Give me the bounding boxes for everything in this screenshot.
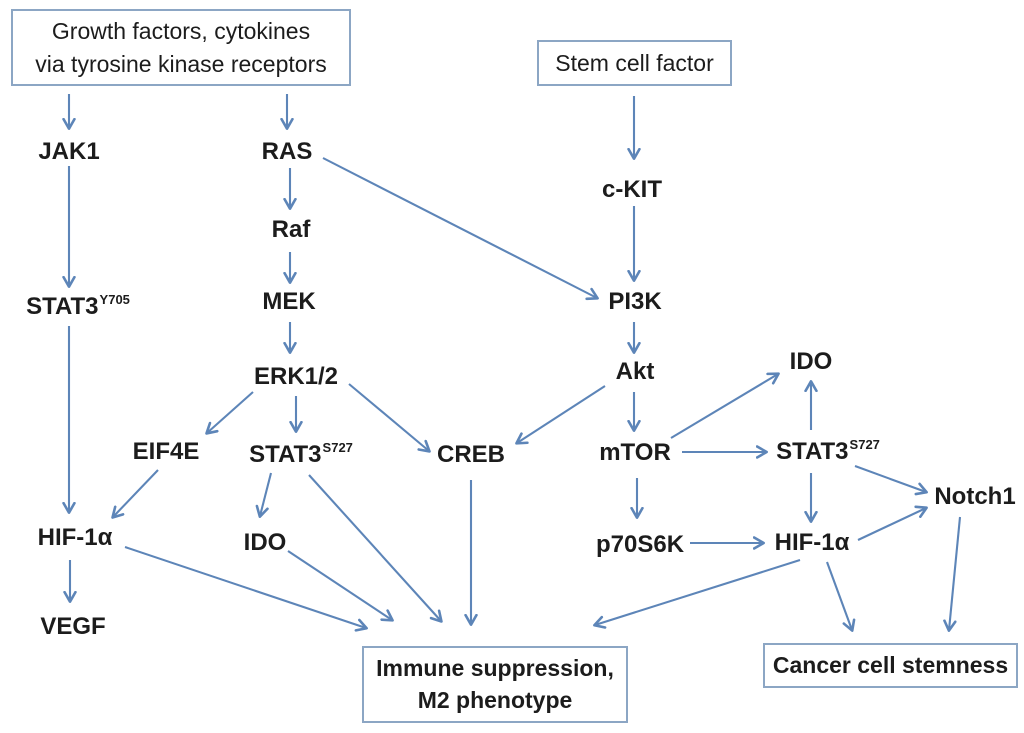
box-cancer-cell-stemness: Cancer cell stemness	[763, 643, 1018, 688]
node-label: HIF-1α	[37, 524, 113, 551]
node-notch1: Notch1	[934, 483, 1015, 511]
node-jak1: JAK1	[38, 138, 99, 166]
node-label: STAT3	[26, 293, 99, 320]
node-c-kit: c-KIT	[602, 176, 662, 204]
arrow-akt-to-creb	[515, 385, 606, 445]
node-mek: MEK	[262, 288, 315, 316]
node-ras: RAS	[262, 138, 313, 166]
arrow-stat3-s727-left-to-immune-suppression	[308, 474, 443, 623]
box-text-line: Cancer cell stemness	[772, 651, 1009, 678]
node-label: Notch1	[934, 483, 1016, 510]
node-label: IDO	[789, 348, 833, 375]
box-text-line: M2 phenotype	[417, 686, 573, 713]
node-vegf: VEGF	[40, 613, 105, 641]
node-pi3k: PI3K	[608, 288, 661, 316]
node-label: c-KIT	[602, 176, 662, 203]
node-label: p70S6K	[595, 531, 685, 558]
box-text-line: Immune suppression,	[376, 654, 614, 681]
node-akt: Akt	[616, 358, 655, 386]
node-ido-right: IDO	[790, 348, 833, 376]
node-hif1a-right: HIF-1α	[775, 529, 850, 557]
node-label: Raf	[271, 216, 311, 243]
phospho-site-label: Y705	[99, 292, 130, 307]
node-label: ERK1/2	[253, 363, 339, 390]
phospho-site-label: S727	[849, 437, 880, 452]
node-stat3-y705: STAT3Y705	[26, 292, 130, 321]
arrow-stat3-s727-left-to-ido-left	[255, 472, 273, 518]
arrow-eif4e-to-hif1a-left	[111, 469, 159, 519]
node-label: PI3K	[608, 288, 662, 315]
node-label: Akt	[615, 358, 655, 385]
box-text-line: Growth factors, cytokines	[51, 17, 311, 44]
node-erk12: ERK1/2	[254, 363, 338, 391]
arrow-notch1-to-cancer-cell-stemness	[943, 516, 962, 632]
arrow-erk12-to-creb	[348, 383, 431, 453]
box-growth-factors: Growth factors, cytokines via tyrosine ki…	[11, 9, 351, 86]
box-immune-suppression: Immune suppression, M2 phenotype	[362, 646, 628, 723]
arrow-hif1a-right-to-cancer-cell-stemness	[826, 561, 856, 632]
node-label: IDO	[243, 529, 287, 556]
node-stat3-s727-left: STAT3S727	[249, 440, 353, 469]
node-label: VEGF	[40, 613, 106, 640]
node-ido-left: IDO	[244, 529, 287, 557]
node-hif1a-left: HIF-1α	[38, 524, 113, 552]
node-eif4e: EIF4E	[133, 438, 200, 466]
arrow-stat3-s727-right-to-notch1	[854, 465, 928, 496]
node-label: MEK	[262, 288, 316, 315]
node-stat3-s727-right: STAT3S727	[776, 437, 880, 466]
arrow-ido-left-to-immune-suppression	[287, 550, 394, 622]
arrow-mtor-to-ido-right	[670, 372, 780, 439]
node-p70s6k: p70S6K	[596, 531, 684, 559]
node-label: HIF-1α	[774, 529, 850, 556]
arrow-erk12-to-eif4e	[205, 391, 254, 435]
box-stem-cell-factor: Stem cell factor	[537, 40, 732, 86]
box-text-line: via tyrosine kinase receptors	[35, 50, 327, 77]
node-mtor: mTOR	[599, 439, 671, 467]
node-raf: Raf	[272, 216, 311, 244]
arrow-ras-to-pi3k	[322, 157, 599, 301]
node-label: mTOR	[599, 439, 671, 466]
node-label: EIF4E	[132, 438, 200, 465]
node-label: RAS	[261, 138, 313, 165]
node-label: STAT3	[249, 441, 322, 468]
arrow-hif1a-right-to-immune-suppression	[593, 558, 801, 629]
node-label: JAK1	[38, 138, 100, 165]
box-text-line: Stem cell factor	[555, 49, 714, 76]
node-label: CREB	[436, 441, 506, 468]
node-label: STAT3	[776, 438, 849, 465]
arrow-hif1a-left-to-immune-suppression	[124, 546, 368, 632]
arrow-hif1a-right-to-notch1	[857, 505, 928, 541]
node-creb: CREB	[437, 441, 505, 469]
phospho-site-label: S727	[322, 440, 353, 455]
